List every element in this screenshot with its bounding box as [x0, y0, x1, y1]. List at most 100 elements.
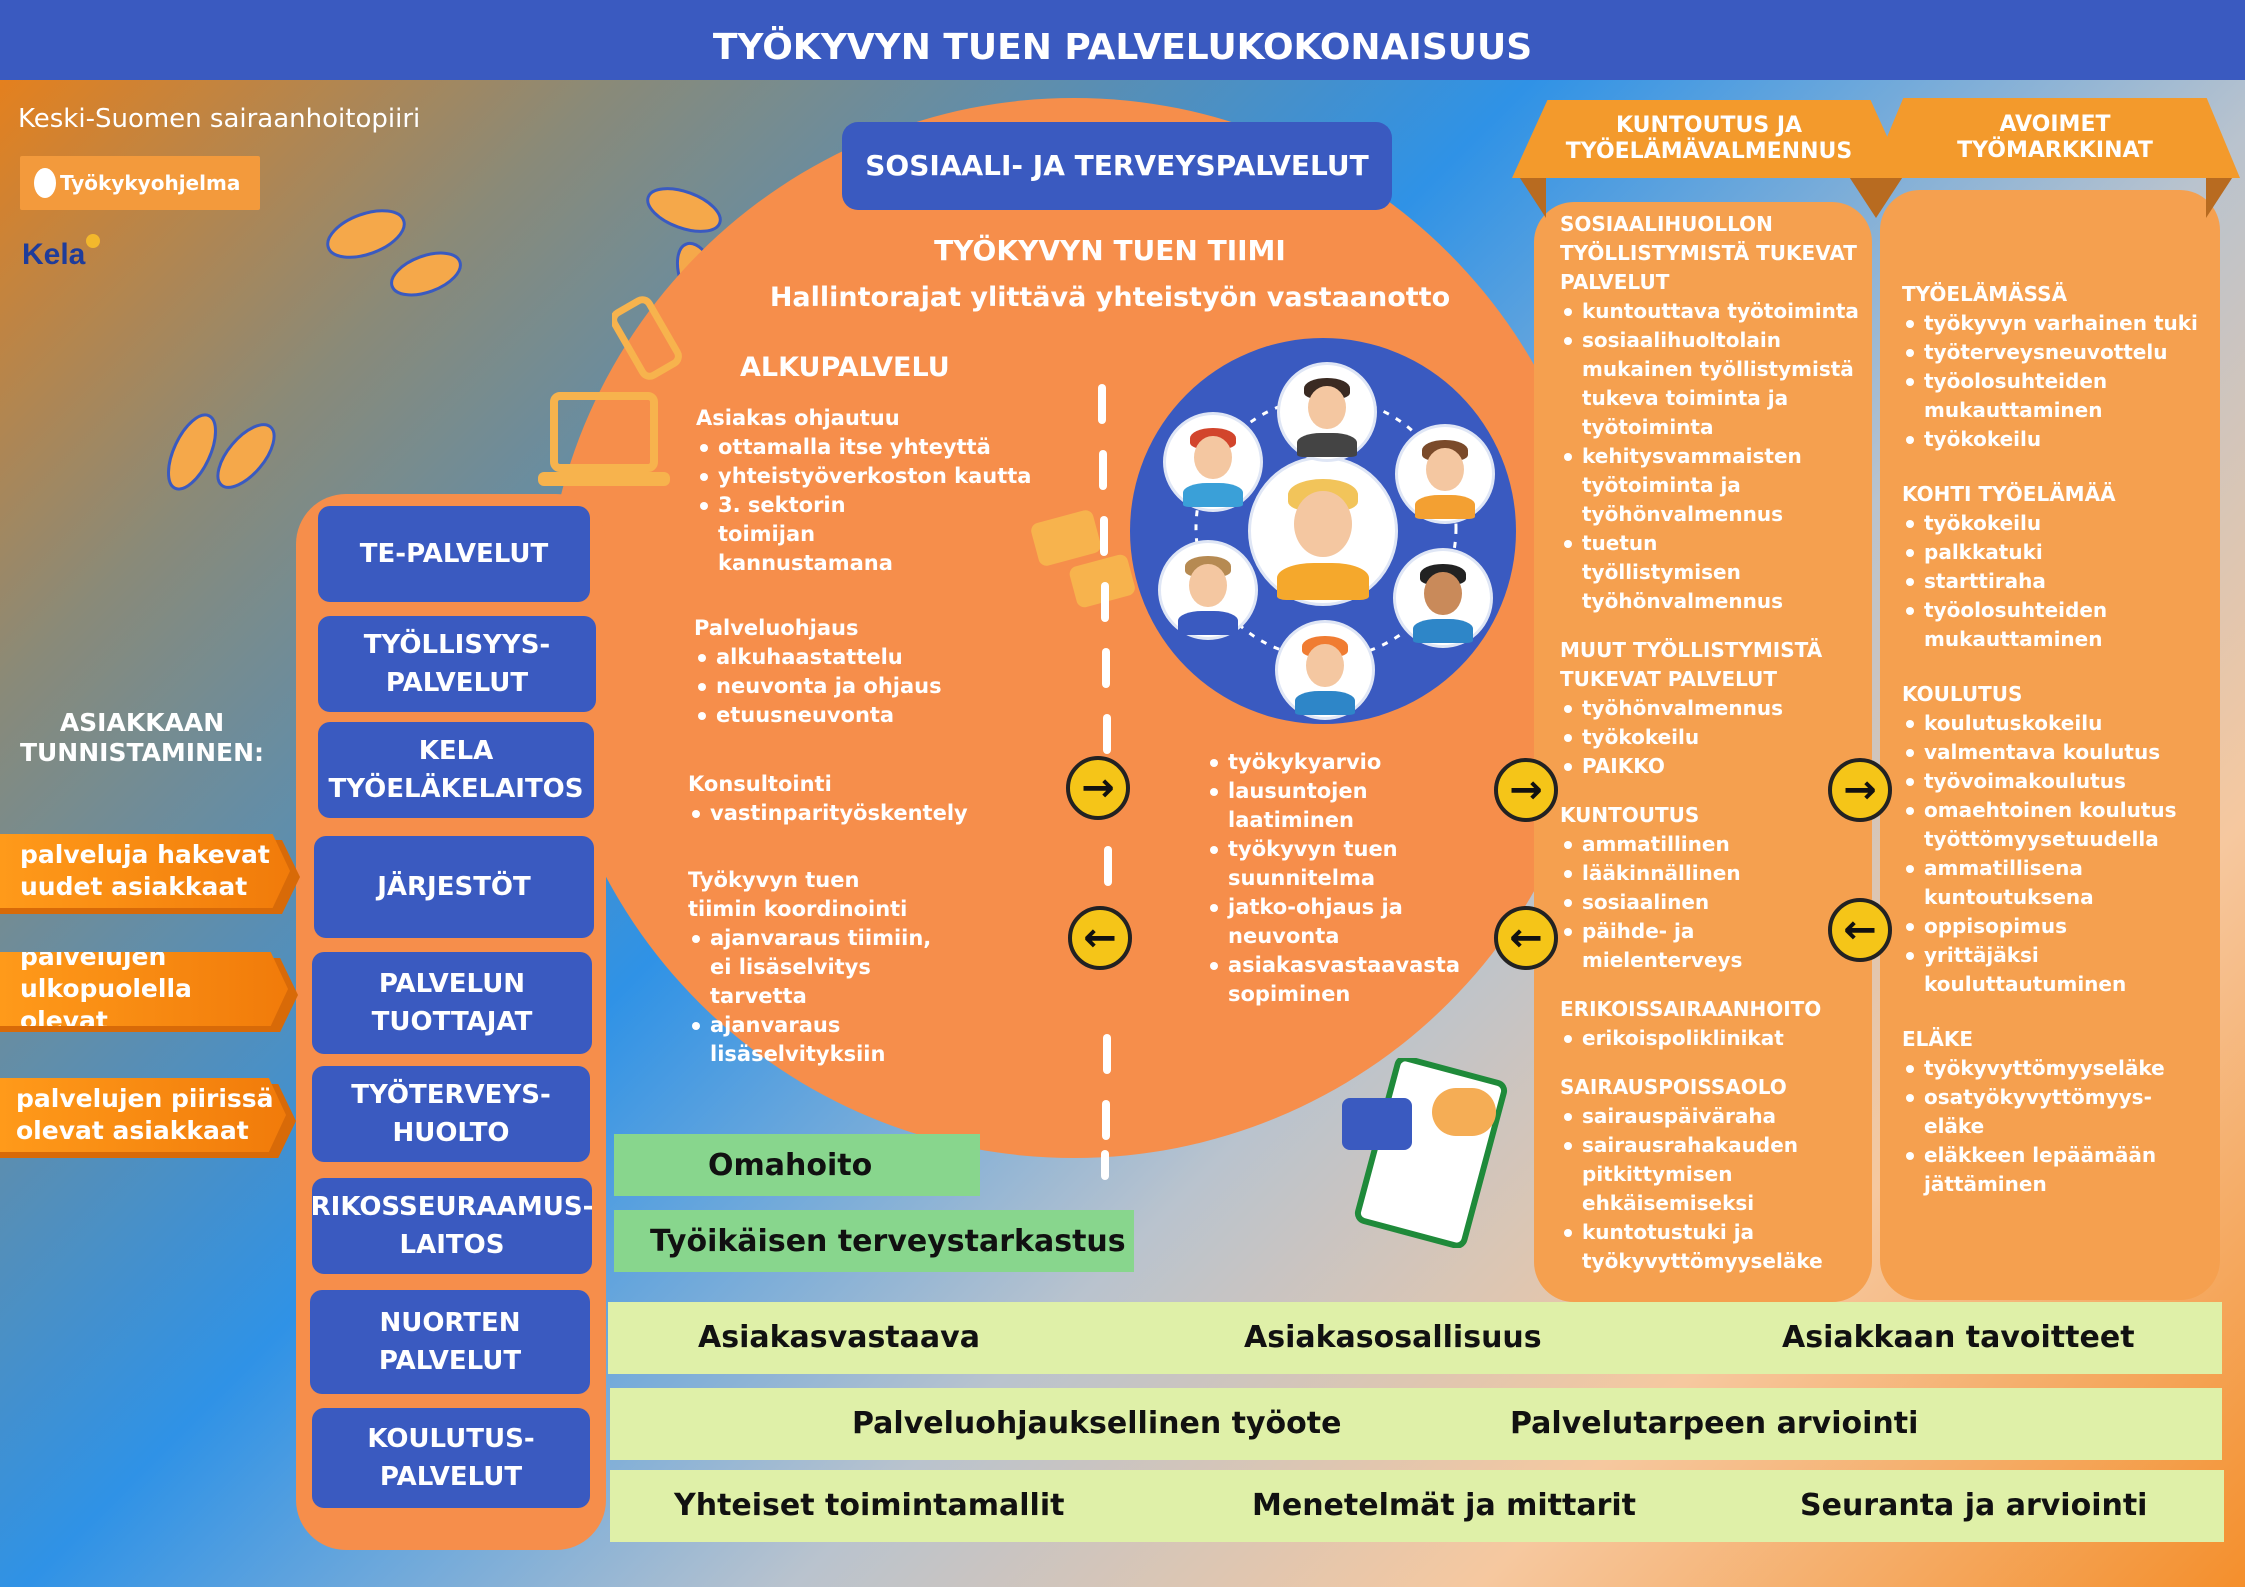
- konsultointi-block: Konsultointi vastinparityöskentely: [688, 770, 998, 828]
- list-item: ajanvaraus lisäselvityksiin: [688, 1011, 1018, 1069]
- divider-dash: [1099, 450, 1107, 490]
- phone-chat-icon: [1336, 1055, 1512, 1249]
- divider-dash: [1101, 582, 1109, 622]
- terveystarkastus-box: Työikäisen terveystarkastus: [614, 1210, 1134, 1272]
- tyokykyohjelma-logo-icon: [34, 168, 56, 198]
- divider-dash: [1101, 1150, 1109, 1180]
- rehab-heading-3: KUNTOUTUS: [1560, 803, 1700, 827]
- identification-title: ASIAKKAAN TUNNISTAMINEN:: [19, 708, 265, 767]
- service-tyoterveyshuolto: TYÖTERVEYS- HUOLTO: [312, 1066, 590, 1162]
- sote-title: SOSIAALI- JA TERVEYSPALVELUT: [842, 122, 1392, 210]
- rehab-content: SOSIAALIHUOLLON TYÖLLISTYMISTÄ TUKEVAT P…: [1560, 210, 1870, 1276]
- arrow-left-icon: ←: [1068, 906, 1132, 970]
- list-item: työhönvalmennus: [1560, 694, 1870, 723]
- arrow-left-icon: ←: [1828, 898, 1892, 962]
- labour-heading-1: TYÖELÄMÄSSÄ: [1902, 282, 2068, 306]
- team-network-icon: [1136, 338, 1516, 718]
- team-member-avatar: [1277, 362, 1377, 462]
- list-item: ammatillisena kuntoutuksena: [1902, 854, 2122, 912]
- footprints-icon: [318, 200, 478, 300]
- list-item: työkyvyttömyyseläke: [1902, 1054, 2222, 1083]
- list-item: ottamalla itse yhteyttä: [696, 433, 1036, 462]
- labour-heading-2: KOHTI TYÖELÄMÄÄ: [1902, 482, 2116, 506]
- arrow-left-icon: ←: [1494, 906, 1558, 970]
- rehab-heading-1: SOSIAALIHUOLLON TYÖLLISTYMISTÄ TUKEVAT P…: [1560, 212, 1857, 294]
- list-item: eläkkeen lepäämään jättäminen: [1902, 1141, 2162, 1199]
- footprints-icon: [156, 404, 286, 504]
- list-item: valmentava koulutus: [1902, 738, 2222, 767]
- list-item: etuusneuvonta: [694, 701, 1004, 730]
- band-row-3: Yhteiset toimintamallit Menetelmät ja mi…: [610, 1470, 2224, 1542]
- chat-bubbles-icon: [1030, 508, 1140, 618]
- list-item: ajanvaraus tiimiin, ei lisäselvitys tarv…: [688, 924, 958, 1011]
- band-asiakkaan-tavoitteet: Asiakkaan tavoitteet: [1782, 1320, 2135, 1355]
- team-member-avatar: [1395, 424, 1495, 524]
- list-item: tuetun työllistymisen työhönvalmennus: [1560, 529, 1800, 616]
- tag-new-customers: palveluja hakevat uudet asiakkaat: [0, 834, 290, 908]
- list-item: sosiaalihuoltolain mukainen työllistymis…: [1560, 326, 1870, 442]
- band-menetelmat-ja-mittarit: Menetelmät ja mittarit: [1252, 1488, 1637, 1523]
- rehab-column: [1534, 202, 1872, 1302]
- list-item: lausuntojen laatiminen: [1206, 777, 1376, 835]
- divider-dash: [1098, 384, 1106, 424]
- team-member-avatar: [1275, 620, 1375, 720]
- list-item: lääkinnällinen: [1560, 859, 1870, 888]
- list-item: vastinparityöskentely: [688, 799, 998, 828]
- divider-dash: [1103, 1034, 1111, 1074]
- divider-dash: [1102, 648, 1110, 688]
- team-member-avatar: [1158, 540, 1258, 640]
- list-item: koulutuskokeilu: [1902, 709, 2222, 738]
- rehab-heading-2: MUUT TYÖLLISTYMISTÄ TUKEVAT PALVELUT: [1560, 638, 1823, 691]
- list-item: starttiraha: [1902, 567, 2222, 596]
- band-row-1: Asiakasvastaava Asiakasosallisuus Asiakk…: [608, 1302, 2222, 1374]
- band-palveluohjauksellinen-tyoote: Palveluohjauksellinen työote: [852, 1406, 1342, 1441]
- kela-logo: Kela: [22, 238, 86, 271]
- list-item: kuntouttava työtoiminta: [1560, 297, 1870, 326]
- list-item: työkykyarvio: [1206, 748, 1496, 777]
- tag-existing-customers: palvelujen piirissä olevat asiakkaat: [0, 1078, 286, 1152]
- arrow-right-icon: →: [1828, 758, 1892, 822]
- koordinointi-heading: Työkyvyn tuen tiimin koordinointi: [688, 868, 908, 921]
- list-item: sairauspäiväraha: [1560, 1102, 1870, 1131]
- list-item: yrittäjäksi kouluttautuminen: [1902, 941, 2142, 999]
- divider-dash: [1102, 1100, 1110, 1140]
- list-item: erikoispoliklinikat: [1560, 1024, 1870, 1053]
- band-palvelutarpeen-arviointi: Palvelutarpeen arviointi: [1510, 1406, 1919, 1441]
- list-item: alkuhaastattelu: [694, 643, 1004, 672]
- koordinointi-block: Työkyvyn tuen tiimin koordinointi ajanva…: [688, 866, 1018, 1069]
- list-item: oppisopimus: [1902, 912, 2222, 941]
- band-row-2: Palveluohjauksellinen työote Palvelutarp…: [610, 1388, 2222, 1460]
- rehab-heading-5: SAIRAUSPOISSAOLO: [1560, 1075, 1787, 1099]
- team-member-avatar: [1393, 548, 1493, 648]
- list-item: työolosuhteiden mukauttaminen: [1902, 367, 2107, 425]
- asiakas-heading: Asiakas ohjautuu: [696, 406, 900, 430]
- kela-logo-dot-icon: [86, 234, 100, 248]
- list-item: palkkatuki: [1902, 538, 2222, 567]
- band-asiakasosallisuus: Asiakasosallisuus: [1244, 1320, 1542, 1355]
- labour-ribbon: AVOIMET TYÖMARKKINAT: [1870, 98, 2240, 178]
- list-item: työkyvyn tuen suunnitelma: [1206, 835, 1416, 893]
- arrow-right-icon: →: [1494, 758, 1558, 822]
- page-title: TYÖKYVYN TUEN PALVELUKOKONAISUUS: [0, 0, 2245, 80]
- list-item: työkokeilu: [1902, 425, 2222, 454]
- team-member-avatar: [1163, 412, 1263, 512]
- list-item: jatko-ohjaus ja neuvonta: [1206, 893, 1406, 951]
- divider-dash: [1104, 846, 1112, 886]
- list-item: ammatillinen: [1560, 830, 1870, 859]
- labour-heading-4: ELÄKE: [1902, 1027, 1974, 1051]
- list-item: yhteistyöverkoston kautta: [696, 462, 1036, 491]
- list-item: sosiaalinen: [1560, 888, 1870, 917]
- service-jarjestot: JÄRJESTÖT: [314, 836, 594, 938]
- organization-name: Keski-Suomen sairaanhoitopiiri: [18, 104, 421, 134]
- team-title: TYÖKYVYN TUEN TIIMI: [934, 234, 1286, 267]
- list-item: 3. sektorin toimijan kannustamana: [696, 491, 936, 578]
- arrow-right-icon: →: [1066, 756, 1130, 820]
- rehab-ribbon: KUNTOUTUS JA TYÖELÄMÄVALMENNUS: [1512, 100, 1906, 178]
- list-item: omaehtoinen koulutus työttömyysetuudella: [1902, 796, 2202, 854]
- laptop-icon: [534, 392, 674, 492]
- tyokykyohjelma-logo: Työkykyohjelma: [20, 156, 260, 210]
- service-rikosseuraamuslaitos: RIKOSSEURAAMUS- LAITOS: [311, 1178, 593, 1274]
- band-yhteiset-toimintamallit: Yhteiset toimintamallit: [674, 1488, 1065, 1523]
- list-item: työkokeilu: [1560, 723, 1870, 752]
- omahoito-box: Omahoito: [614, 1134, 980, 1196]
